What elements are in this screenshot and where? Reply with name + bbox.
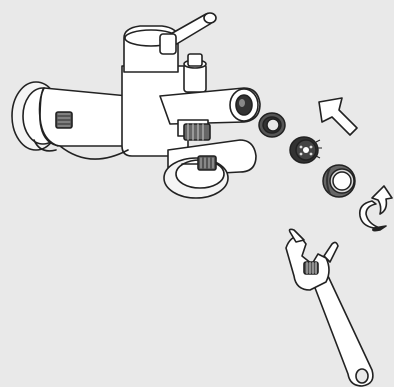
- counterclockwise-rotation-icon: [360, 186, 392, 231]
- rubber-washer-icon: [259, 113, 285, 137]
- adjustable-wrench-icon: [286, 229, 373, 386]
- wall-mixer-faucet-icon: [12, 13, 260, 198]
- aerator-insert-icon: [290, 137, 322, 163]
- aerator-housing-icon: [323, 165, 355, 197]
- pull-out-arrow-icon: [319, 98, 357, 135]
